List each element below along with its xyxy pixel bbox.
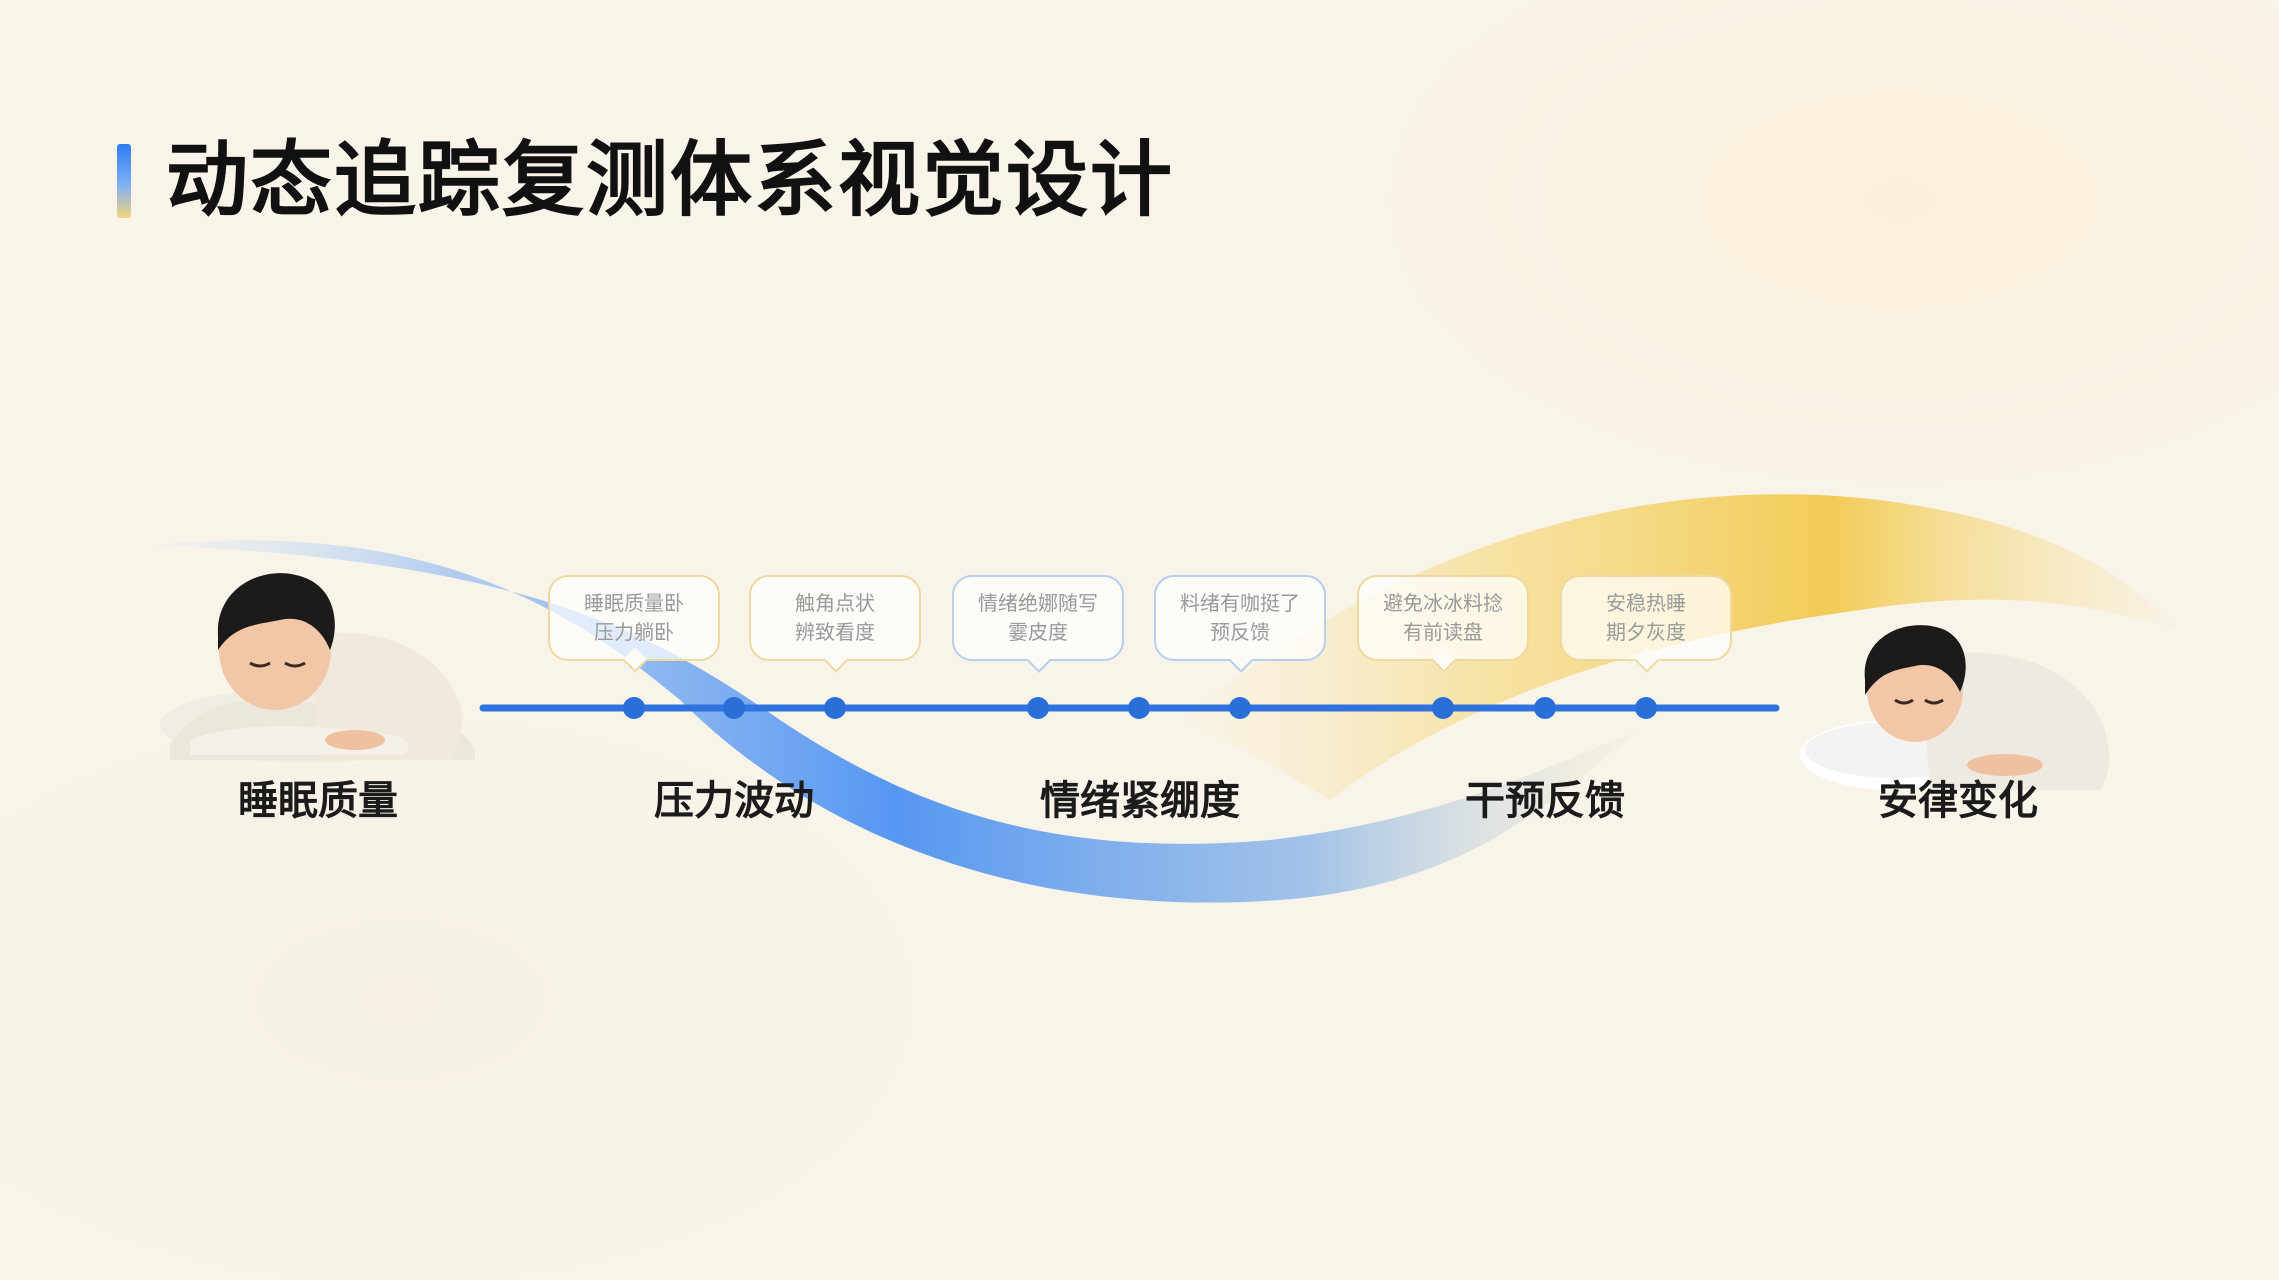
bubble-4: 料绪有咖挺了 预反馈 bbox=[1154, 575, 1326, 661]
timeline-dot-9 bbox=[1635, 697, 1657, 719]
stage-label-change: 安律变化 bbox=[1878, 778, 2038, 824]
timeline-dot-2 bbox=[723, 697, 745, 719]
bubble-5-line2: 有前读盘 bbox=[1403, 620, 1483, 644]
yellow-ribbon bbox=[1180, 494, 2180, 800]
bubble-2-line1: 触角点状 bbox=[795, 591, 875, 615]
timeline-dots bbox=[623, 697, 1657, 719]
stage-label-pressure: 压力波动 bbox=[654, 778, 814, 824]
bubble-3: 情绪绝娜随写 霎皮度 bbox=[952, 575, 1124, 661]
timeline-dot-7 bbox=[1432, 697, 1454, 719]
timeline-dot-8 bbox=[1534, 697, 1556, 719]
title-block: 动态追踪复测体系视觉设计 bbox=[117, 140, 1174, 222]
timeline-dot-4 bbox=[1027, 697, 1049, 719]
timeline-dot-6 bbox=[1229, 697, 1251, 719]
bubble-1-line1: 睡眠质量卧 bbox=[584, 591, 684, 615]
bubble-4-line1: 料绪有咖挺了 bbox=[1180, 591, 1300, 615]
stage-label-intervention: 干预反馈 bbox=[1465, 778, 1625, 824]
timeline-dot-5 bbox=[1128, 697, 1150, 719]
stage-label-sleep-quality: 睡眠质量 bbox=[238, 778, 398, 824]
sleeping-person-on-arms-icon bbox=[160, 573, 475, 763]
bubble-5: 避免冰冰料捻 有前读盘 bbox=[1357, 575, 1529, 661]
bubble-1: 睡眠质量卧 压力躺卧 bbox=[548, 575, 720, 661]
bubble-6: 安稳热睡 期夕灰度 bbox=[1560, 575, 1732, 661]
timeline-dot-3 bbox=[824, 697, 846, 719]
bubble-2-line2: 辨致看度 bbox=[795, 620, 875, 644]
bubble-4-line2: 预反馈 bbox=[1210, 620, 1270, 644]
bubble-5-line1: 避免冰冰料捻 bbox=[1383, 591, 1503, 615]
bubble-3-line1: 情绪绝娜随写 bbox=[978, 591, 1098, 615]
blue-ribbon bbox=[150, 540, 1640, 903]
bubble-3-line2: 霎皮度 bbox=[1008, 620, 1068, 644]
page-title: 动态追踪复测体系视觉设计 bbox=[166, 133, 1175, 228]
bubble-1-line2: 压力躺卧 bbox=[594, 620, 674, 644]
bubble-6-line2: 期夕灰度 bbox=[1606, 620, 1686, 644]
bubble-6-line1: 安稳热睡 bbox=[1606, 591, 1686, 615]
sleeping-person-on-pillow-icon bbox=[1800, 625, 2110, 790]
bubble-2: 触角点状 辨致看度 bbox=[749, 575, 921, 661]
title-accent-bar bbox=[117, 144, 131, 218]
timeline-dot-1 bbox=[623, 697, 645, 719]
stage-label-emotion-tension: 情绪紧绷度 bbox=[1040, 778, 1240, 824]
